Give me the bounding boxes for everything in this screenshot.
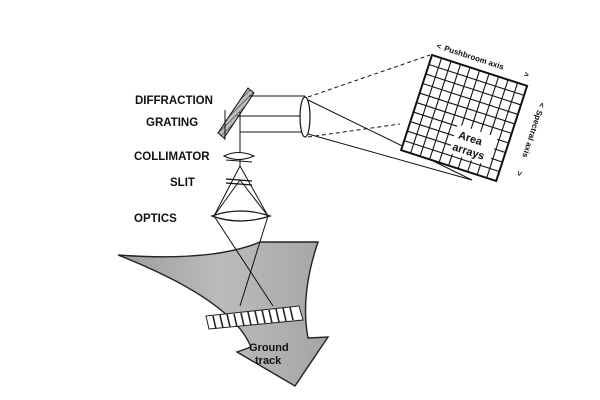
dispersed-beam bbox=[224, 95, 305, 142]
diffraction-grating bbox=[217, 87, 255, 139]
area-array-label-bg bbox=[448, 124, 498, 166]
slit bbox=[225, 178, 253, 186]
label-grating: GRATING bbox=[146, 117, 198, 129]
projection-lines bbox=[307, 54, 473, 181]
ground-track-swath-cells bbox=[212, 306, 294, 330]
detector-lens bbox=[299, 96, 311, 138]
optics-lens bbox=[210, 210, 272, 222]
spectral-axis-label: Spectral axis bbox=[520, 109, 544, 159]
area-array-grid: Area arrays bbox=[399, 53, 529, 183]
label-diffraction: DIFFRACTION bbox=[135, 95, 213, 107]
ground-track: Ground track bbox=[117, 241, 330, 387]
ground-track-label-line2: track bbox=[255, 355, 282, 367]
pushbroom-axis-arrow-right: > bbox=[523, 70, 531, 80]
label-slit: SLIT bbox=[170, 177, 195, 189]
spectral-axis-arrow-bottom: > bbox=[514, 170, 524, 178]
label-collimator: COLLIMATOR bbox=[134, 151, 210, 163]
label-optics: OPTICS bbox=[134, 213, 177, 225]
ground-track-band bbox=[117, 241, 330, 387]
collimator bbox=[222, 151, 256, 163]
ground-track-swath bbox=[205, 305, 304, 330]
spectral-axis-arrow-top: < bbox=[537, 101, 547, 109]
ground-track-label-line1: Ground bbox=[249, 342, 289, 354]
pushbroom-axis-arrow-left: < bbox=[435, 41, 443, 51]
